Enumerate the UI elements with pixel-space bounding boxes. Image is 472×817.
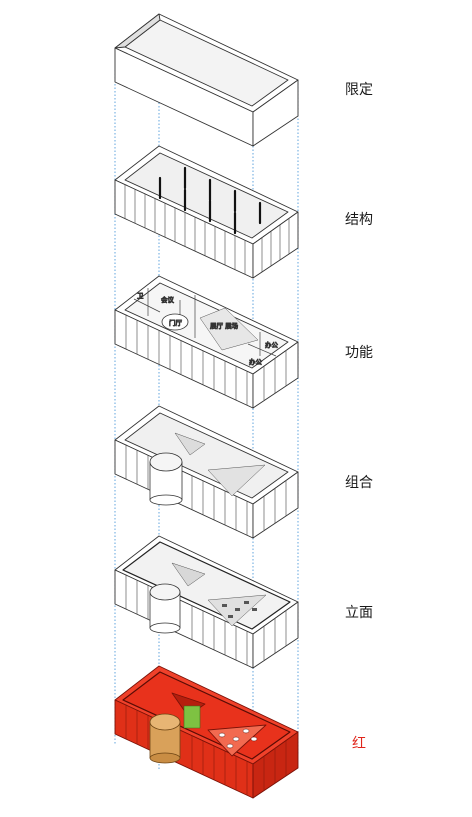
room-label: 办公 <box>249 357 263 366</box>
layer-composition <box>114 405 299 539</box>
room-label: 卫 <box>137 292 144 300</box>
layer-label-elevation: 立面 <box>345 605 373 621</box>
room-label: 展厅 展场 <box>210 321 239 330</box>
layer-elevation <box>114 535 299 669</box>
layer-red <box>114 665 299 799</box>
layer-labels: 限定 结构 功能 组合 立面 红 <box>345 82 373 752</box>
layer-label-enclosure: 限定 <box>345 82 373 98</box>
layer-label-composition: 组合 <box>345 475 373 491</box>
room-label: 会议 <box>161 295 175 304</box>
layer-function: 卫 会议 门厅 展厅 展场 办公 办公 <box>114 275 299 409</box>
layer-label-function: 功能 <box>345 345 373 361</box>
room-label: 办公 <box>265 340 279 349</box>
layer-label-structure: 结构 <box>345 212 373 228</box>
layer-structure <box>114 145 299 279</box>
room-label: 门厅 <box>169 318 183 327</box>
layer-label-red: 红 <box>352 736 366 752</box>
room-labels: 卫 会议 门厅 展厅 展场 办公 办公 <box>137 292 279 367</box>
layer-enclosure <box>114 13 299 147</box>
